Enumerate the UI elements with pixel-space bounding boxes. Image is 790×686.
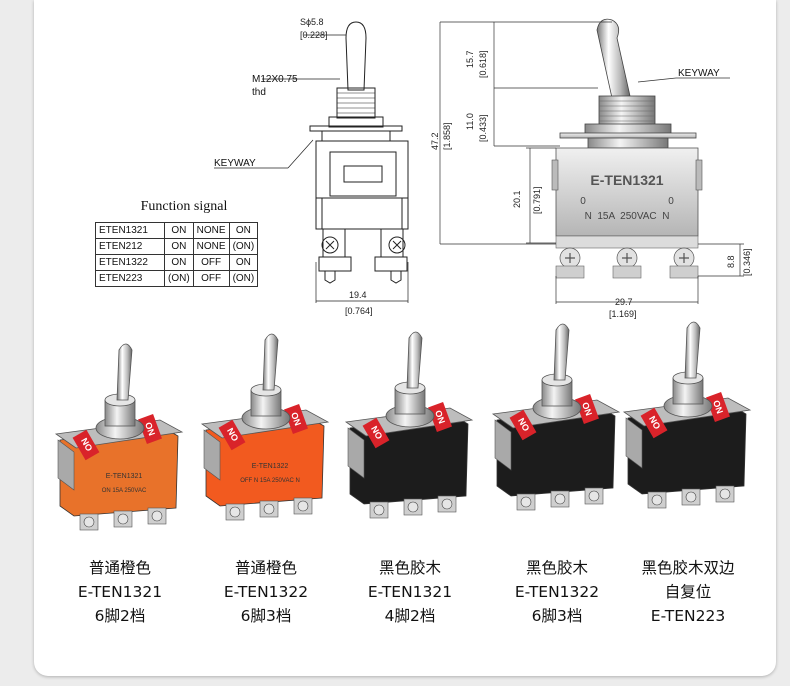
on-tab-left: ON <box>72 429 100 461</box>
function-state-cell: NONE <box>192 238 230 255</box>
function-state-cell: OFF <box>192 254 230 271</box>
dim-lever-inch: [0.618] <box>478 50 488 78</box>
side-view-drawing <box>439 18 744 304</box>
dim-s-inch: [0.228] <box>300 30 328 40</box>
caption-line: E-TEN1322 <box>223 583 309 601</box>
function-state-cell: (ON) <box>164 270 194 287</box>
caption-line: 黑色胶木 <box>378 559 441 577</box>
dim-width-right: 29.7 <box>615 297 633 307</box>
on-tab-text: ON <box>580 401 594 417</box>
dim-width-right-inch: [1.169] <box>609 309 637 319</box>
keyway-label-right: KEYWAY <box>678 68 720 79</box>
dim-body: 20.1 <box>512 190 522 208</box>
function-model-cell: ETEN1322 <box>95 254 165 271</box>
caption-line: 普通橙色 <box>88 559 151 577</box>
dim-total-height-inch: [1.858] <box>442 122 452 150</box>
function-state-cell: ON <box>164 222 194 239</box>
caption-line: 6脚3档 <box>531 607 583 625</box>
caption-line: 4脚2档 <box>384 607 436 625</box>
on-tab-right: ON <box>706 392 730 422</box>
caption-line: 黑色胶木 <box>525 559 588 577</box>
caption-line: E-TEN1322 <box>514 583 600 601</box>
product-caption: 黑色胶木 E-TEN1321 4脚2档 <box>345 556 475 628</box>
function-state-cell: NONE <box>192 222 230 239</box>
product-caption: 黑色胶木 E-TEN1322 6脚3档 <box>492 556 622 628</box>
body-model-label: E-TEN1321 <box>590 172 663 188</box>
on-tab-left: ON <box>362 417 390 449</box>
function-model-cell: ETEN223 <box>95 270 165 287</box>
toggle-switch-photo: ON ON <box>622 321 752 509</box>
on-tab-text: ON <box>711 399 725 415</box>
function-state-cell: ON <box>228 254 259 271</box>
keyway-label-left: KEYWAY <box>214 158 256 169</box>
dim-terminal: 8.8 <box>726 255 736 268</box>
caption-line: 6脚2档 <box>94 607 146 625</box>
switch-body-label: E-TEN1322 <box>252 463 289 470</box>
caption-line: E-TEN1321 <box>77 583 163 601</box>
dim-width-left-inch: [0.764] <box>345 306 373 316</box>
function-row: ETEN223(ON)OFF(ON) <box>95 270 259 287</box>
thread-label-2: thd <box>252 87 266 98</box>
caption-line: 6脚3档 <box>240 607 292 625</box>
on-tab-text: ON <box>289 411 303 427</box>
product-caption: 普通橙色 E-TEN1322 6脚3档 <box>201 556 331 628</box>
product-caption: 普通橙色 E-TEN1321 6脚2档 <box>55 556 185 628</box>
dim-width-left: 19.4 <box>349 290 367 300</box>
function-state-cell: ON <box>228 222 259 239</box>
toggle-switch-photo: ON ON <box>344 331 474 519</box>
switch-body-label: E-TEN1321 <box>106 473 143 480</box>
switch-body-rating: ON 15A 250VAC <box>102 488 147 494</box>
function-state-cell: (ON) <box>228 270 259 287</box>
function-state-cell: ON <box>164 254 194 271</box>
function-signal-title: Function signal <box>140 199 228 214</box>
function-state-cell: ON <box>164 238 194 255</box>
on-tab-left: ON <box>218 419 246 451</box>
body-pos-b: 0 <box>668 196 674 207</box>
thread-label: M12X0.75 <box>252 74 298 85</box>
on-tab-left: ON <box>509 409 537 441</box>
dim-bushing-inch: [0.433] <box>478 114 488 142</box>
caption-line: 黑色胶木双边 <box>641 559 735 577</box>
front-view-drawing <box>214 21 409 303</box>
product-caption: 黑色胶木双边自复位 E-TEN223 <box>623 556 753 628</box>
function-state-cell: (ON) <box>228 238 259 255</box>
dim-body-inch: [0.791] <box>532 186 542 214</box>
caption-line: E-TEN223 <box>650 607 726 625</box>
dim-lever: 15.7 <box>465 50 475 68</box>
on-tab-text: ON <box>143 421 157 437</box>
caption-line: 自复位 <box>664 583 712 601</box>
on-tab-right: ON <box>138 414 162 444</box>
switch-body-rating: OFF N 15A 250VAC N <box>240 478 300 484</box>
vertical-dims: 47.2 [1.858] 15.7 [0.618] 11.0 [0.433] 2… <box>430 50 752 276</box>
body-rating: N 15A 250VAC N <box>585 211 670 222</box>
function-model-cell: ETEN212 <box>95 238 165 255</box>
on-tab-left: ON <box>640 407 668 439</box>
caption-line: E-TEN1321 <box>367 583 453 601</box>
dim-terminal-inch: [0.346] <box>742 248 752 276</box>
on-tab-right: ON <box>428 402 452 432</box>
on-tab-right: ON <box>575 394 599 424</box>
on-tab-text: ON <box>433 409 447 425</box>
dim-total-height: 47.2 <box>430 132 440 150</box>
toggle-switch-photo: ON ON E-TEN1321 ON 15A 250VAC <box>54 343 184 531</box>
toggle-switch-photo: ON ON <box>491 323 621 511</box>
function-model-cell: ETEN1321 <box>95 222 165 239</box>
dim-bushing: 11.0 <box>465 113 475 130</box>
function-state-cell: OFF <box>192 270 230 287</box>
body-pos-a: 0 <box>580 196 586 207</box>
on-tab-right: ON <box>284 404 308 434</box>
dim-s: Sϕ5.8 <box>300 17 324 27</box>
caption-line: 普通橙色 <box>234 559 297 577</box>
